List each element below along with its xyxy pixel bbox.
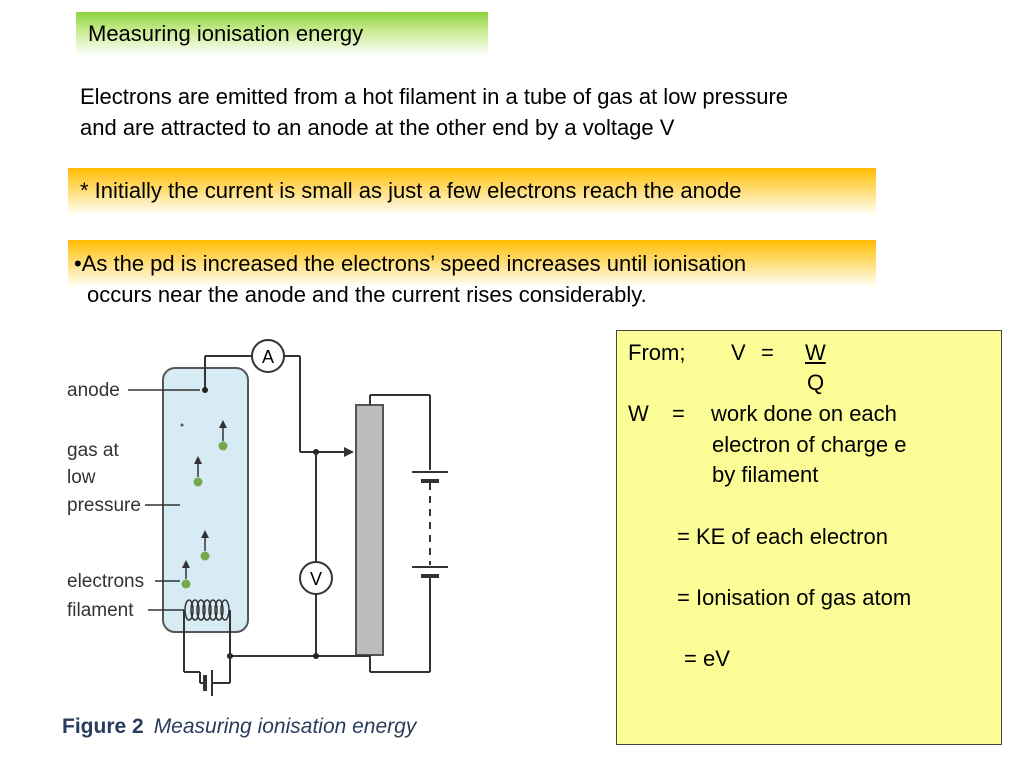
figure-number: Figure 2: [62, 715, 144, 738]
slide-title: Measuring ionisation energy: [88, 21, 364, 46]
formula-ke: = KE of each electron: [677, 524, 888, 549]
formula-ionisation: = Ionisation of gas atom: [677, 585, 912, 610]
label-filament: filament: [67, 600, 134, 621]
voltmeter-label: V: [310, 569, 322, 589]
formula-from: From;: [628, 340, 686, 365]
intro-line-2: and are attracted to an anode at the oth…: [80, 115, 675, 140]
w-def-line-3: by filament: [712, 462, 819, 487]
gas-tube: [162, 367, 249, 633]
bullet-2-line-1: •As the pd is increased the electrons’ s…: [74, 251, 747, 276]
formula-box: From; V = W Q W = work done on each elec…: [616, 330, 1002, 745]
formula-eq: =: [761, 340, 774, 365]
gas-atom: [180, 423, 184, 427]
w-def-line-1: work done on each: [711, 401, 897, 426]
formula-v: V: [731, 340, 746, 365]
filament-coil: [184, 599, 230, 621]
formula-q-denominator: Q: [807, 370, 825, 395]
w-def-eq: =: [672, 401, 685, 426]
slider-arrow-icon: [344, 447, 354, 457]
bullet-band-2: [68, 240, 876, 288]
electron-group: [181, 420, 228, 589]
bullet-2-line-2: occurs near the anode and the current ri…: [87, 282, 647, 307]
circuit-diagram: A V: [67, 339, 448, 696]
w-def-line-2: electron of charge e: [712, 432, 907, 457]
bullet-band-1: [68, 168, 876, 216]
anode: [202, 387, 208, 393]
label-electrons: electrons: [67, 571, 144, 592]
rheostat: [355, 404, 384, 656]
title-bar: Measuring ionisation energy: [76, 12, 488, 56]
ammeter-label: A: [262, 347, 274, 367]
label-gas-3: pressure: [67, 495, 141, 516]
junction: [313, 653, 319, 659]
intro-line-1: Electrons are emitted from a hot filamen…: [80, 84, 789, 109]
intro-paragraph: Electrons are emitted from a hot filamen…: [80, 81, 940, 143]
label-gas-1: gas at: [67, 440, 119, 461]
bullet-1-text: * Initially the current is small as just…: [80, 178, 742, 203]
label-anode: anode: [67, 380, 120, 401]
figure-title: Measuring ionisation energy: [153, 715, 417, 738]
formula-ev: = eV: [684, 646, 730, 671]
figure-caption: Figure 2 Measuring ionisation energy: [62, 715, 416, 739]
label-gas-2: low: [67, 467, 96, 488]
w-def-lhs: W: [628, 401, 649, 426]
formula-w-numerator: W: [805, 340, 826, 365]
